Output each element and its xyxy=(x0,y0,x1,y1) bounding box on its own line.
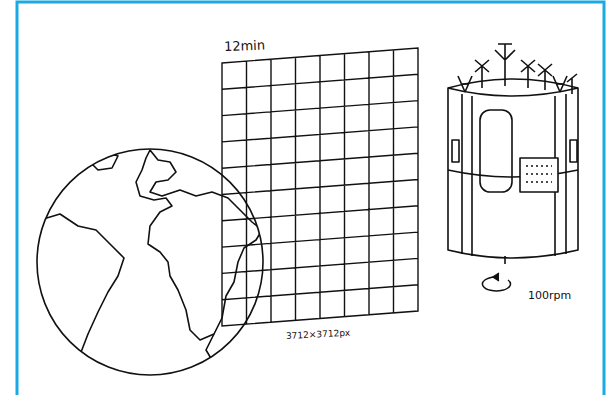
rotation-arrow xyxy=(482,273,510,291)
time-label: 12min xyxy=(224,39,265,53)
frame-border xyxy=(17,2,604,395)
satellite xyxy=(448,44,578,264)
image-grid xyxy=(222,48,418,326)
dimension-label: 3712×3712px xyxy=(286,329,351,341)
speed-label: 100rpm xyxy=(528,290,571,301)
